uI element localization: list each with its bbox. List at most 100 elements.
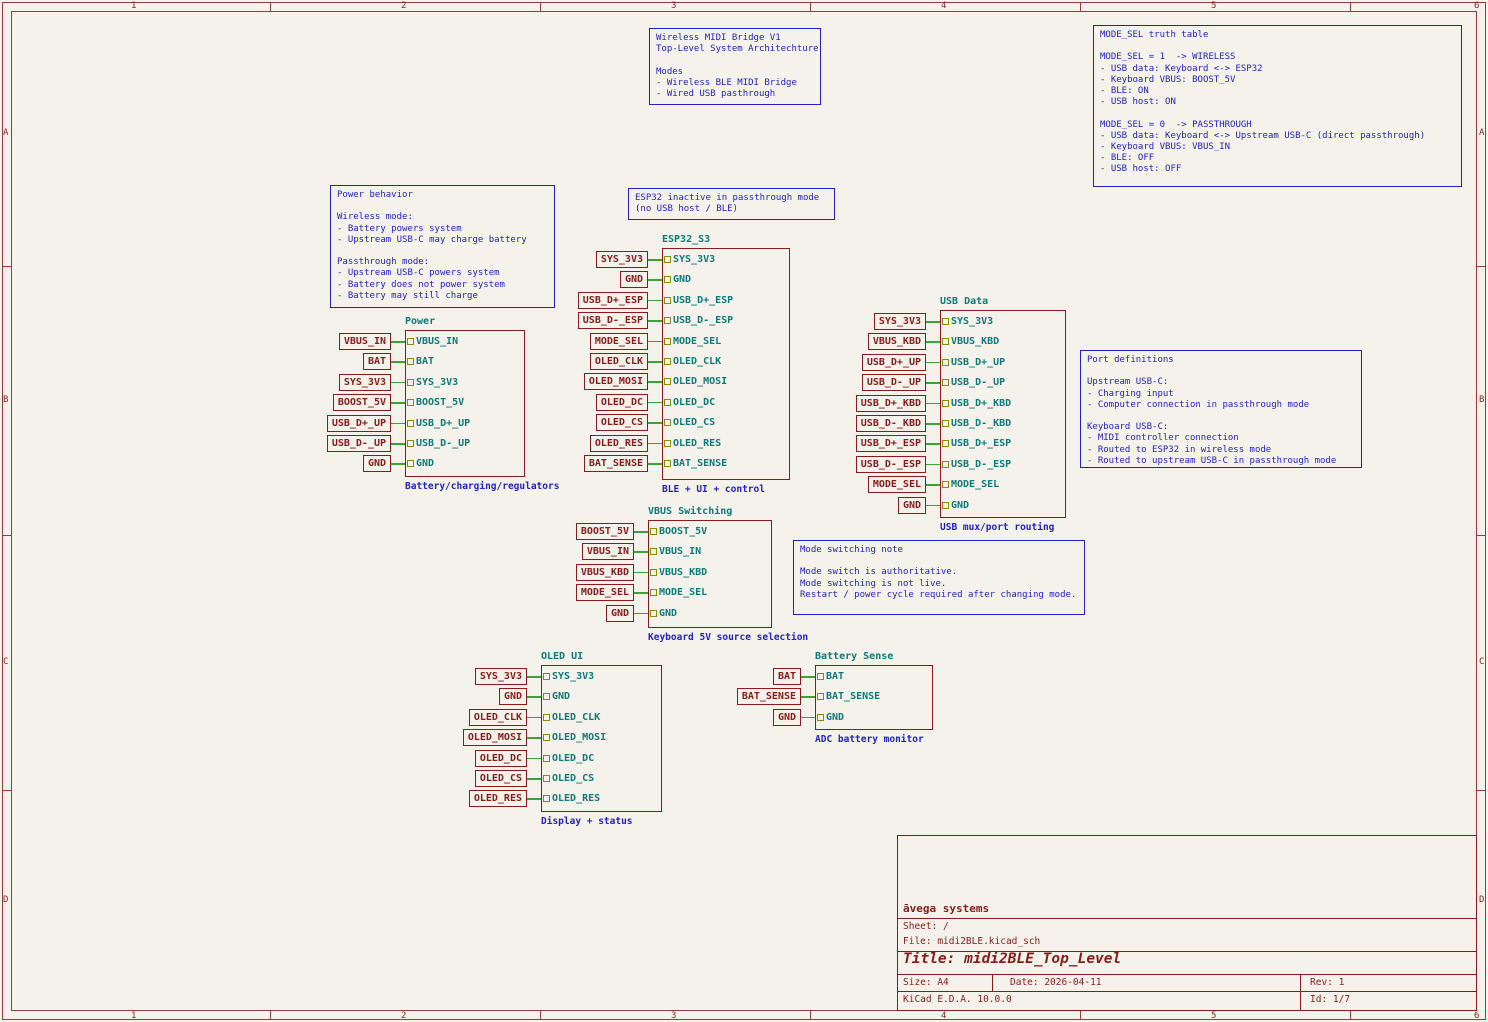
frame-col-label-1: 1 bbox=[131, 1011, 137, 1021]
hier-label-usb-d-esp[interactable]: USB_D-_ESP bbox=[855, 455, 926, 473]
sheet-pin-square-usb-d-esp bbox=[663, 296, 671, 304]
hier-label-bat[interactable]: BAT bbox=[772, 668, 801, 685]
hier-label-vbus-in[interactable]: VBUS_IN bbox=[338, 333, 391, 350]
sheet-title: Title: midi2BLE_Top_Level bbox=[903, 951, 1122, 967]
sheet-pin-square-mode-sel bbox=[663, 337, 671, 345]
sheet-pin-vbus-in: VBUS_IN bbox=[659, 546, 702, 558]
sheet-pin-oled-clk: OLED_CLK bbox=[552, 711, 601, 723]
wire-vbus-in bbox=[391, 341, 405, 343]
sheet-pin-bat-sense: BAT_SENSE bbox=[826, 691, 881, 703]
sheet-pin-sys-3v3: SYS_3V3 bbox=[951, 316, 994, 327]
wire-oled-res bbox=[648, 442, 662, 445]
frame-col-label-2: 2 bbox=[401, 1, 407, 11]
hier-label-usb-d-kbd[interactable]: USB_D+_KBD bbox=[855, 394, 926, 412]
frame-col-label-2: 2 bbox=[401, 1011, 407, 1021]
wire-mode-sel bbox=[926, 484, 940, 486]
hier-label-usb-d-up[interactable]: USB_D-_UP bbox=[326, 435, 391, 452]
hier-label-vbus-kbd[interactable]: VBUS_KBD bbox=[575, 563, 634, 581]
hier-label-usb-d-esp[interactable]: USB_D-_ESP bbox=[577, 312, 648, 330]
sheet-power[interactable] bbox=[405, 330, 525, 477]
wire-gnd bbox=[391, 463, 405, 465]
wire-mode-sel bbox=[648, 340, 662, 343]
hier-label-gnd[interactable]: GND bbox=[605, 604, 634, 622]
sheet-caption-battery-sense: ADC battery monitor bbox=[815, 734, 924, 745]
hier-label-bat-sense[interactable]: BAT_SENSE bbox=[736, 688, 801, 706]
sheet-pin-oled-res: OLED_RES bbox=[673, 437, 722, 449]
frame-row-label-A: A bbox=[3, 128, 9, 138]
hier-label-vbus-kbd[interactable]: VBUS_KBD bbox=[867, 333, 926, 351]
sheet-pin-oled-mosi: OLED_MOSI bbox=[673, 376, 728, 388]
sheet-pin-oled-mosi: OLED_MOSI bbox=[552, 732, 607, 744]
hier-label-boost-5v[interactable]: BOOST_5V bbox=[575, 523, 634, 540]
hier-label-oled-res[interactable]: OLED_RES bbox=[468, 790, 527, 808]
sheet-pin-usb-d-kbd: USB_D+_KBD bbox=[951, 397, 1012, 409]
hier-label-gnd[interactable]: GND bbox=[897, 496, 926, 514]
sheet-name-esp32-s3: ESP32_S3 bbox=[662, 234, 711, 245]
sheet-pin-square-vbus-kbd bbox=[941, 338, 949, 346]
sheet-name-battery-sense: Battery Sense bbox=[815, 651, 894, 662]
hier-label-sys-3v3[interactable]: SYS_3V3 bbox=[338, 373, 391, 391]
hier-label-usb-d-kbd[interactable]: USB_D-_KBD bbox=[855, 415, 926, 432]
sheet-pin-gnd: GND bbox=[673, 274, 692, 286]
sheet-usb-data[interactable] bbox=[940, 310, 1066, 518]
sheet-pin-square-oled-res bbox=[542, 795, 550, 803]
hier-label-usb-d-up[interactable]: USB_D-_UP bbox=[861, 374, 926, 392]
hier-label-oled-cs[interactable]: OLED_CS bbox=[474, 770, 527, 787]
hier-label-usb-d-up[interactable]: USB_D+_UP bbox=[861, 353, 926, 371]
hier-label-sys-3v3[interactable]: SYS_3V3 bbox=[595, 251, 648, 268]
sheet-pin-usb-d-esp: USB_D-_ESP bbox=[951, 458, 1012, 470]
hier-label-mode-sel[interactable]: MODE_SEL bbox=[867, 476, 926, 494]
sheet-pin-mode-sel: MODE_SEL bbox=[951, 479, 1000, 491]
wire-sys-3v3 bbox=[648, 259, 662, 261]
hier-label-usb-d-up[interactable]: USB_D+_UP bbox=[326, 414, 391, 432]
hier-label-vbus-in[interactable]: VBUS_IN bbox=[581, 543, 634, 561]
sheet-pin-oled-cs: OLED_CS bbox=[552, 773, 595, 784]
hier-label-oled-dc[interactable]: OLED_DC bbox=[595, 393, 648, 411]
hier-label-bat-sense[interactable]: BAT_SENSE bbox=[583, 455, 648, 472]
title-block-divider bbox=[897, 991, 1477, 992]
hier-label-gnd[interactable]: GND bbox=[362, 455, 391, 473]
sheet-name-usb-data: USB Data bbox=[940, 296, 989, 307]
hier-label-oled-mosi[interactable]: OLED_MOSI bbox=[583, 373, 648, 391]
sheet-pin-usb-d-up: USB_D-_UP bbox=[416, 438, 471, 449]
hier-label-sys-3v3[interactable]: SYS_3V3 bbox=[474, 668, 527, 685]
hier-label-usb-d-esp[interactable]: USB_D+_ESP bbox=[855, 435, 926, 453]
sheet-esp32-s3[interactable] bbox=[662, 248, 790, 480]
hier-label-oled-cs[interactable]: OLED_CS bbox=[595, 414, 648, 432]
hier-label-usb-d-esp[interactable]: USB_D+_ESP bbox=[577, 291, 648, 309]
frame-row-label-C: C bbox=[1479, 657, 1485, 667]
wire-vbus-in bbox=[634, 551, 648, 553]
wire-bat bbox=[391, 361, 405, 363]
sheet-pin-gnd: GND bbox=[416, 458, 435, 470]
hier-label-bat[interactable]: BAT bbox=[362, 353, 391, 371]
hier-label-mode-sel[interactable]: MODE_SEL bbox=[589, 332, 648, 350]
wire-vbus-kbd bbox=[926, 341, 940, 343]
sheet-pin-square-gnd bbox=[649, 609, 657, 617]
sheet-oled-ui[interactable] bbox=[541, 665, 662, 812]
hier-label-gnd[interactable]: GND bbox=[619, 271, 648, 289]
hier-label-oled-clk[interactable]: OLED_CLK bbox=[589, 353, 648, 370]
sheet-battery-sense[interactable] bbox=[815, 665, 933, 730]
sheet-caption-oled-ui: Display + status bbox=[541, 816, 633, 827]
sheet-pin-vbus-in: VBUS_IN bbox=[416, 336, 459, 347]
hier-label-oled-mosi[interactable]: OLED_MOSI bbox=[462, 729, 527, 747]
hier-label-boost-5v[interactable]: BOOST_5V bbox=[332, 394, 391, 412]
sheet-pin-square-usb-d-up bbox=[941, 358, 949, 366]
hier-label-gnd[interactable]: GND bbox=[772, 708, 801, 726]
hier-label-gnd[interactable]: GND bbox=[498, 688, 527, 706]
wire-gnd bbox=[648, 279, 662, 281]
hier-label-mode-sel[interactable]: MODE_SEL bbox=[575, 584, 634, 602]
sheet-pin-square-usb-d-up bbox=[941, 379, 949, 387]
sheet-vbus-switching[interactable] bbox=[648, 520, 772, 628]
sheet-pin-square-usb-d-esp bbox=[941, 440, 949, 448]
title-block bbox=[897, 835, 1477, 1011]
hier-label-sys-3v3[interactable]: SYS_3V3 bbox=[873, 313, 926, 330]
sheet-pin-oled-dc: OLED_DC bbox=[552, 752, 595, 764]
wire-boost-5v bbox=[634, 531, 648, 533]
sheet-pin-oled-cs: OLED_CS bbox=[673, 417, 716, 429]
wire-oled-clk bbox=[527, 716, 541, 719]
hier-label-oled-res[interactable]: OLED_RES bbox=[589, 434, 648, 452]
hier-label-oled-dc[interactable]: OLED_DC bbox=[474, 749, 527, 767]
hier-label-oled-clk[interactable]: OLED_CLK bbox=[468, 708, 527, 726]
